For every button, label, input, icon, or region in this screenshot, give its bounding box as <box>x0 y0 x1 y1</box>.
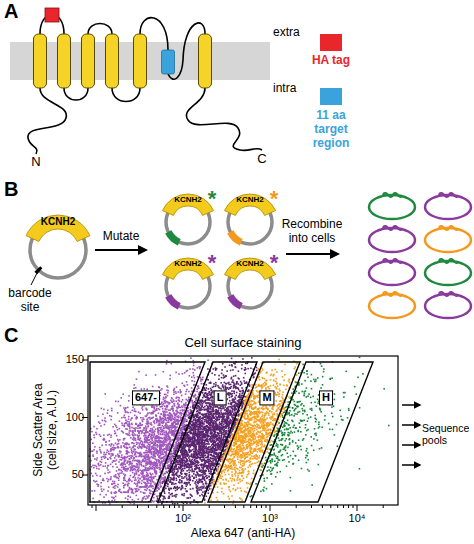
cell <box>369 193 415 219</box>
helix <box>34 34 47 88</box>
helix <box>82 34 95 88</box>
helix <box>199 34 212 88</box>
barcode-site <box>165 230 180 245</box>
barcode-site <box>165 294 180 309</box>
barcode-site <box>227 294 242 309</box>
cell <box>425 226 471 252</box>
cell-outline <box>425 195 471 219</box>
cell-outline <box>369 228 415 252</box>
cell-outline <box>369 261 415 285</box>
barcode-site <box>227 230 242 245</box>
cell-outline <box>425 294 471 318</box>
cell <box>369 259 415 285</box>
loop-line <box>112 88 140 102</box>
cell-outline <box>425 261 471 285</box>
plasmid-group <box>26 194 276 309</box>
event-dot <box>251 357 253 359</box>
loop-line <box>88 24 112 35</box>
cell-outline <box>425 228 471 252</box>
c-terminus-line <box>186 88 262 150</box>
helix <box>134 34 147 88</box>
cell <box>425 259 471 285</box>
event-dot <box>359 357 361 359</box>
helix <box>106 34 119 88</box>
leader-line <box>31 273 37 285</box>
membrane-protein <box>10 8 270 154</box>
cell <box>425 193 471 219</box>
cell-group <box>369 193 471 318</box>
cell <box>369 292 415 318</box>
cell-outline <box>369 195 415 219</box>
ha-tag-box <box>45 8 59 22</box>
event-dot <box>183 502 185 504</box>
target-region-box <box>162 50 175 74</box>
cell <box>425 292 471 318</box>
helix <box>58 34 71 88</box>
cell <box>369 226 415 252</box>
n-terminus-line <box>28 88 66 154</box>
cell-outline <box>369 294 415 318</box>
loop-line <box>64 88 88 100</box>
